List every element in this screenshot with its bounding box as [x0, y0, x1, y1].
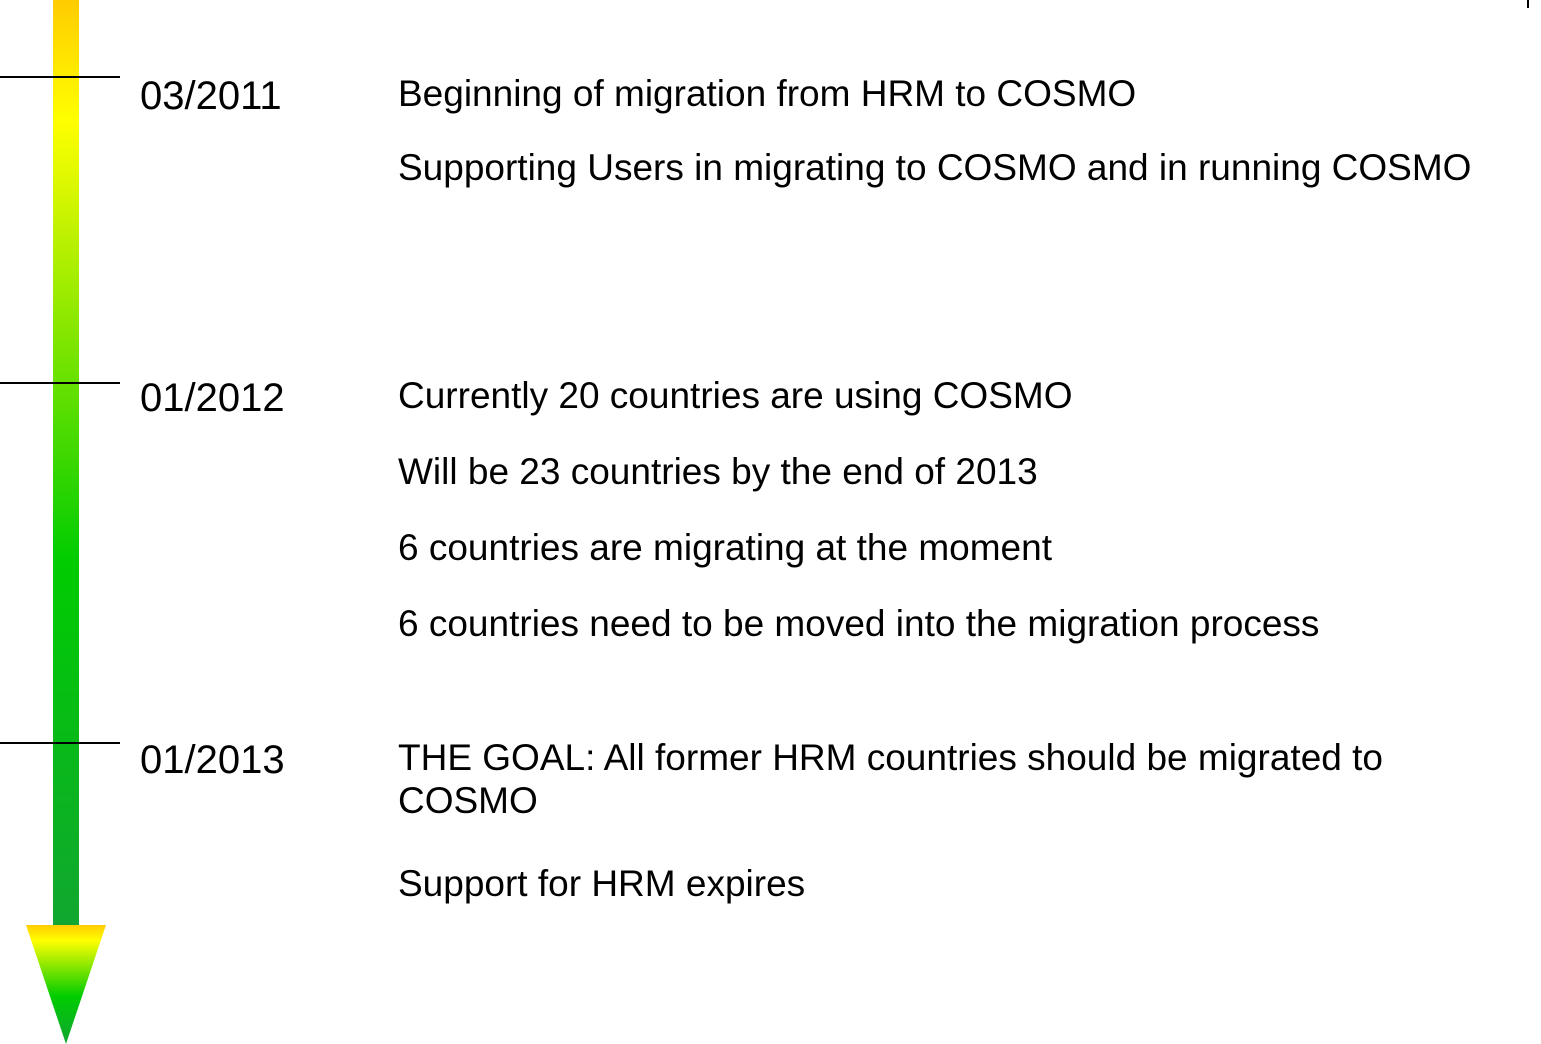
milestone-item: Currently 20 countries are using COSMO	[398, 375, 1073, 416]
milestone-item: Supporting Users in migrating to COSMO a…	[398, 147, 1472, 188]
milestone-tick-2011	[0, 76, 120, 78]
milestone-item: 6 countries are migrating at the moment	[398, 527, 1052, 568]
milestone-tick-2013	[0, 742, 120, 744]
milestone-date-2013: 01/2013	[140, 738, 285, 782]
milestone-date-2012: 01/2012	[140, 376, 285, 420]
milestone-item: THE GOAL: All former HRM countries shoul…	[398, 737, 1383, 821]
milestone-item: Beginning of migration from HRM to COSMO	[398, 73, 1137, 114]
corner-mark	[1527, 0, 1529, 8]
milestone-item: 6 countries need to be moved into the mi…	[398, 603, 1320, 644]
milestone-item: Support for HRM expires	[398, 863, 806, 904]
milestone-tick-2012	[0, 382, 120, 384]
milestone-date-2011: 03/2011	[140, 74, 282, 118]
timeline-arrow	[26, 0, 106, 1044]
timeline-arrow-shaft	[53, 0, 79, 935]
timeline-arrow-head	[26, 925, 106, 1044]
milestone-item: Will be 23 countries by the end of 2013	[398, 451, 1038, 492]
